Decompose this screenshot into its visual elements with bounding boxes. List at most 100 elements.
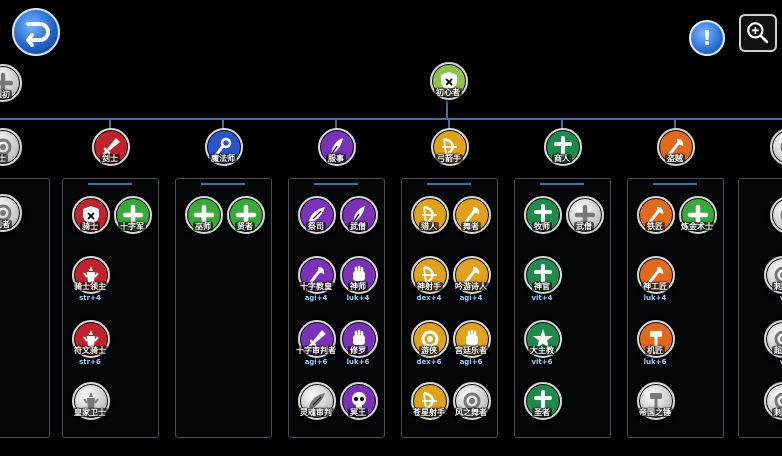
job-node-r-3[interactable]: 刺客v [762,256,782,304]
shield-icon [441,72,457,90]
job-label: 士 [0,154,36,163]
branch-connector [109,118,111,130]
job-label [754,222,782,231]
job-node-ac-locked[interactable]: 灵魂审判 [296,382,336,430]
job-label: 武僧 [574,222,594,231]
job-requirement: dex+4 [416,294,442,302]
job-node-sage[interactable]: 贤者 [225,196,265,244]
job-node-ac-final[interactable]: 冥王 [338,382,378,430]
bow-icon [442,137,457,157]
job-label: 游侠 [419,346,439,355]
job-node-priest[interactable]: 祭司 [296,196,336,244]
job-node-me-final[interactable]: 圣者 [522,382,562,430]
branch-connector [561,118,563,130]
job-node-crusader[interactable]: 十字军 [112,196,152,244]
job-node-r-4[interactable]: 超客v [762,320,782,368]
job-requirement: str+6 [79,358,101,366]
job-label: 巫师 [193,222,213,231]
job-node-left-3[interactable]: 刺者 [0,194,22,242]
job-node-hunter[interactable]: 猎人 [409,196,449,244]
job-node-novice[interactable]: 初心者 [428,62,468,110]
back-button[interactable] [12,8,60,56]
job-node-left-top[interactable]: 超初 [0,64,22,112]
job-requirement: luk+4 [346,294,370,302]
axe-icon [648,267,664,284]
job-node-acolyte[interactable]: 服事 [316,128,356,176]
zoom-in-icon [747,22,769,44]
job-requirement: luk+4 [643,294,667,302]
job-node-merchant[interactable]: 商人 [542,128,582,176]
info-button[interactable]: ! [689,20,725,56]
plus-icon [235,204,257,226]
zoom-in-button[interactable] [739,14,777,52]
job-requirement: agi+6 [304,358,328,366]
job-label: 猎人 [419,222,439,231]
job-requirement: luk+6 [346,358,370,366]
job-node-blacksmith[interactable]: 牧师 [522,196,562,244]
job-node-ar-final[interactable]: 苍星射手 [409,382,449,430]
job-node-alchemist[interactable]: 武僧 [564,196,604,244]
job-node-mage[interactable]: 魔法师 [203,128,243,176]
job-label: 冥王 [348,408,368,417]
job-node-assassin[interactable]: 铁匠 [635,196,675,244]
job-node-left-2[interactable]: 士 [0,128,22,176]
job-label: 贤者 [235,222,255,231]
job-node-monk[interactable]: 武僧 [338,196,378,244]
job-requirement: v [779,294,782,302]
job-label [754,154,782,163]
job-label: 帝国之锤 [637,408,673,417]
job-node-rogue[interactable]: 炼金术士 [677,196,717,244]
plus-icon [574,204,596,226]
job-node-knight[interactable]: 骑士 [70,196,110,244]
job-label: 十字教皇 [298,282,334,291]
job-node-r-5[interactable]: 刺客 [762,382,782,430]
job-requirement: agi+4 [304,294,328,302]
job-node-swordsman[interactable]: 剑士 [90,128,130,176]
branch-connector [448,118,450,130]
novice-connector [446,100,448,118]
job-node-th-locked[interactable]: 帝国之锤 [635,382,675,430]
job-node-r-1[interactable] [768,128,782,176]
job-node-archer[interactable]: 弓箭手 [429,128,469,176]
job-node-wizard[interactable]: 巫师 [183,196,223,244]
back-arrow-icon [26,22,50,47]
job-requirement: vit+4 [531,294,553,302]
job-requirement: dex+6 [416,358,442,366]
branch-connector [222,118,224,130]
job-label: 皇家卫士 [72,408,108,417]
job-node-ar-locked[interactable]: 风之舞者 [451,382,491,430]
job-node-ranger[interactable]: 游侠 dex+6 [409,320,449,368]
job-label: 服事 [326,154,346,163]
job-label: 牧师 [532,222,552,231]
job-label: 盗贼 [665,154,685,163]
knight-icon [83,330,99,347]
axe-icon [464,267,480,284]
job-requirement: agi+6 [459,358,483,366]
job-label: 风之舞者 [453,408,489,417]
fist-icon [466,329,478,345]
job-node-sw-locked[interactable]: 皇家卫士 [70,382,110,430]
job-node-bard[interactable]: 舞者 [451,196,491,244]
tree-trunk-line [0,118,782,120]
job-node-r-2[interactable] [768,196,782,244]
bow-icon [422,265,437,285]
job-requirement: agi+4 [459,294,483,302]
plus-icon [0,72,14,94]
bow-icon [422,391,437,411]
job-node-high-priest[interactable]: 十字教皇 agi+4 [296,256,336,304]
axe-icon [648,207,664,224]
plus-icon [687,204,709,226]
job-node-thief[interactable]: 盗贼 [655,128,695,176]
